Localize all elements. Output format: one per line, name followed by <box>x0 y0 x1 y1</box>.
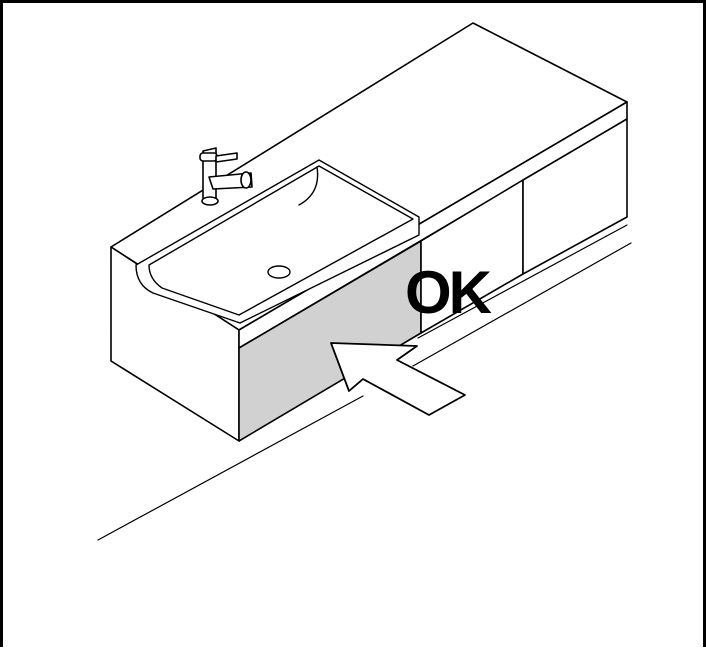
floor-line-front <box>97 395 364 541</box>
ok-label: OK <box>405 259 492 326</box>
vanity-cabinet-illustration <box>97 22 632 541</box>
floor-line-back <box>417 224 628 339</box>
floor-line-front-right <box>412 242 632 367</box>
floor-lines <box>97 224 632 541</box>
basin-inner-curve <box>298 166 319 206</box>
drain-icon <box>267 265 291 279</box>
push-arrow-icon <box>330 342 466 416</box>
faucet-icon <box>199 147 253 206</box>
basin-inner <box>148 165 414 316</box>
basin <box>135 159 420 324</box>
cabinet-door-right <box>522 118 628 275</box>
